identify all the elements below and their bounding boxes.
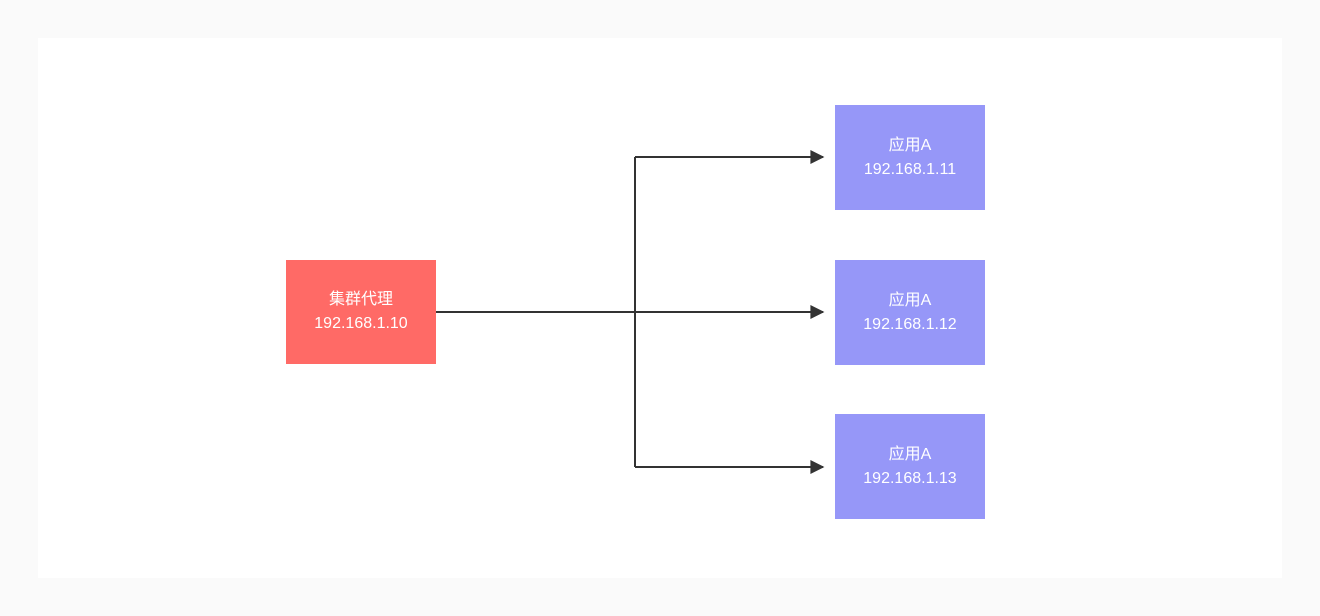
app-node-3: 应用A 192.168.1.13 (835, 414, 985, 519)
app-node-1: 应用A 192.168.1.11 (835, 105, 985, 210)
diagram-panel (38, 38, 1282, 578)
proxy-node: 集群代理 192.168.1.10 (286, 260, 436, 364)
app-node-2: 应用A 192.168.1.12 (835, 260, 985, 365)
app-node-3-label: 应用A (888, 445, 932, 463)
app-node-1-label: 应用A (888, 136, 932, 154)
proxy-node-ip: 192.168.1.10 (314, 315, 408, 332)
app-node-2-label: 应用A (888, 291, 932, 309)
app-node-3-ip: 192.168.1.13 (863, 469, 957, 487)
app-node-1-ip: 192.168.1.11 (863, 160, 957, 178)
proxy-node-label: 集群代理 (328, 291, 393, 308)
app-node-2-ip: 192.168.1.12 (863, 315, 957, 333)
